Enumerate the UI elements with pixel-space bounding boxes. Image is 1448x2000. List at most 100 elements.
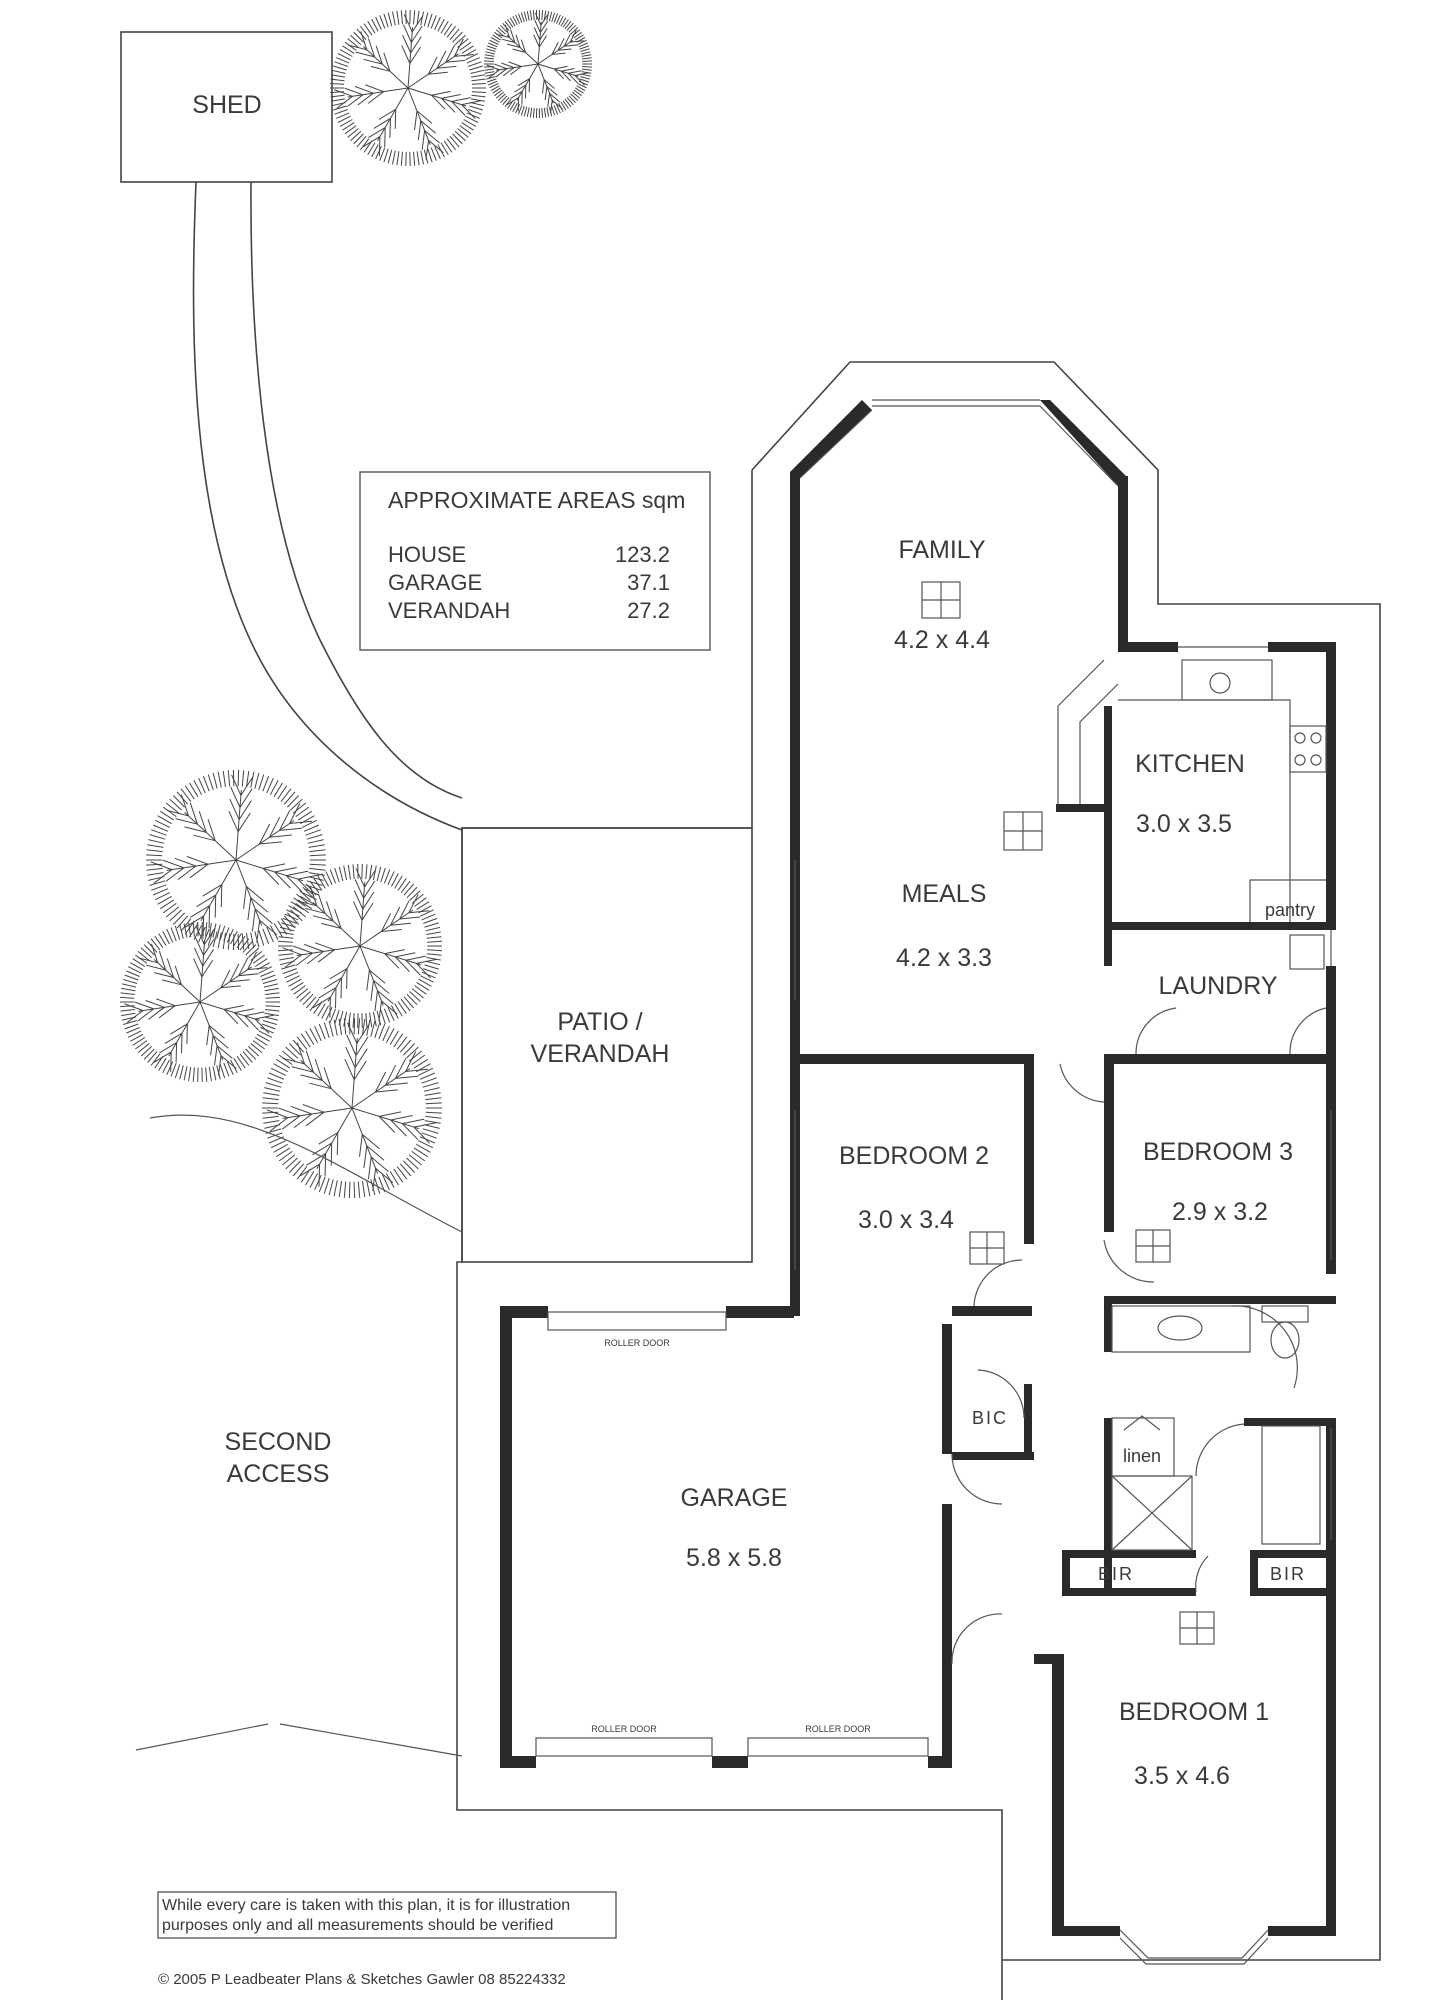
wall-garage-bottom-mid xyxy=(712,1756,748,1768)
wall-kitchen-right xyxy=(1326,642,1336,926)
wall-kitchen-top-right xyxy=(1268,642,1336,652)
linen-cupboard xyxy=(1111,1417,1175,1477)
bedroom3-label: BEDROOM 3 xyxy=(1143,1138,1293,1166)
patio-label-2: VERANDAH xyxy=(531,1040,670,1068)
window-symbol-bed2 xyxy=(969,1231,1005,1265)
pantry-label: pantry xyxy=(1265,900,1315,920)
kitchen-label: KITCHEN xyxy=(1135,750,1245,778)
wall-family-right xyxy=(1118,476,1128,652)
bedroom2-label: BEDROOM 2 xyxy=(839,1142,989,1170)
wall-garage-right-bottom xyxy=(942,1504,952,1766)
patio-verandah xyxy=(461,827,753,1263)
tree-top-left xyxy=(330,9,486,167)
bic-label: BIC xyxy=(972,1408,1008,1428)
window-symbol-meals xyxy=(1003,811,1043,851)
meals-label: MEALS xyxy=(902,880,987,908)
door-bed1 xyxy=(1195,1555,1209,1593)
wall-bed1-bottom-left xyxy=(1052,1926,1120,1936)
kitchen-cooktop xyxy=(1289,725,1327,773)
kitchen-sink-bowl xyxy=(1209,672,1231,694)
wall-laundry-bottom xyxy=(1104,1054,1336,1064)
wall-bir-left-side xyxy=(1062,1550,1070,1596)
toilet-bowl xyxy=(1270,1321,1300,1359)
window-family-right-bay xyxy=(1039,405,1119,487)
bedroom2-size: 3.0 x 3.4 xyxy=(858,1206,954,1234)
door-bed3 xyxy=(1103,1239,1155,1283)
door-bed2 xyxy=(973,1259,1023,1307)
wall-family-bay-right xyxy=(1040,400,1128,486)
wall-kitchen-bench-stub xyxy=(1056,804,1112,812)
trees xyxy=(120,9,592,1199)
wall-bed2-left-lower xyxy=(790,1280,800,1316)
wall-bed3-left xyxy=(1104,1054,1114,1232)
tree-top-right xyxy=(484,9,592,119)
wall-bed1-right xyxy=(1326,1596,1336,1936)
bedroom1-size: 3.5 x 4.6 xyxy=(1134,1762,1230,1790)
wall-bir-right-side xyxy=(1250,1550,1258,1596)
wall-garage-top-left xyxy=(500,1306,548,1318)
area-garage-label: GARAGE xyxy=(388,570,482,595)
meals-size: 4.2 x 3.3 xyxy=(896,944,992,972)
door-garage-inner xyxy=(951,1453,1003,1505)
window-symbol-family xyxy=(921,581,961,619)
wall-garage-left xyxy=(500,1306,512,1766)
door-ensuite xyxy=(1231,1305,1298,1389)
wall-ensuite-left xyxy=(1104,1296,1112,1352)
bir-left-label: BIR xyxy=(1098,1564,1134,1584)
wall-bed1-left xyxy=(1052,1654,1064,1936)
path-outer-edge xyxy=(192,181,463,831)
laundry-label: LAUNDRY xyxy=(1158,972,1277,1000)
wall-linen-left xyxy=(1104,1418,1112,1596)
wall-garage-bottom-left xyxy=(500,1756,536,1768)
area-verandah-value: 27.2 xyxy=(627,598,670,623)
kitchen-bench-outer xyxy=(1057,659,1105,804)
garage-label: GARAGE xyxy=(681,1484,788,1512)
roller-door-right xyxy=(747,1737,929,1757)
garage-size: 5.8 x 5.8 xyxy=(686,1544,782,1572)
linen-label: linen xyxy=(1123,1446,1161,1466)
ground-line-bottom xyxy=(135,1723,463,1757)
disclaimer-box xyxy=(157,1891,617,1939)
wall-bed3-bottom xyxy=(1104,1296,1336,1304)
shed-outline xyxy=(120,31,333,183)
vanity xyxy=(1111,1305,1251,1353)
wall-garage-top-right xyxy=(726,1306,794,1318)
areas-title: APPROXIMATE AREAS sqm xyxy=(388,487,685,513)
tree-left-4 xyxy=(262,1017,442,1199)
kitchen-sink xyxy=(1181,659,1273,701)
door-laundry-right xyxy=(1289,1007,1327,1055)
bed1-bay-window xyxy=(1119,1929,1269,1959)
wall-bir-right-top xyxy=(1250,1550,1336,1558)
roller-door-top xyxy=(547,1311,727,1331)
door-garage-side xyxy=(951,1613,1003,1665)
kitchen-bench-inner xyxy=(1079,683,1119,804)
roller-door-right-label: ROLLER DOOR xyxy=(805,1724,871,1734)
disclaimer-line-1: While every care is taken with this plan… xyxy=(162,1897,570,1914)
bathtub xyxy=(1261,1425,1321,1545)
window-symbol-bed3 xyxy=(1135,1229,1171,1263)
laundry-tub xyxy=(1289,934,1325,970)
window-symbol-bed1 xyxy=(1179,1611,1215,1645)
areas-box xyxy=(359,471,711,651)
wall-laundry-right xyxy=(1326,966,1336,1060)
wall-laundry-top xyxy=(1104,922,1336,930)
wall-bed2-bottom xyxy=(952,1306,1032,1316)
bedroom3-size: 2.9 x 3.2 xyxy=(1172,1198,1268,1226)
family-label: FAMILY xyxy=(898,536,985,564)
toilet-cistern xyxy=(1261,1305,1309,1323)
shed-label: SHED xyxy=(192,91,261,119)
family-size: 4.2 x 4.4 xyxy=(894,626,990,654)
roller-door-top-label: ROLLER DOOR xyxy=(604,1338,670,1348)
wall-family-bay-left xyxy=(790,400,872,478)
wall-bic-bottom xyxy=(952,1452,1034,1460)
door-hall-bed3 xyxy=(1059,1063,1105,1103)
area-house-label: HOUSE xyxy=(388,542,466,567)
wall-hall-stub xyxy=(1034,1654,1064,1664)
roller-door-left xyxy=(535,1737,713,1757)
patio-label-1: PATIO / xyxy=(557,1008,642,1036)
door-bathroom xyxy=(1195,1423,1245,1477)
bedroom1-label: BEDROOM 1 xyxy=(1119,1698,1269,1726)
wall-bed2-right xyxy=(1024,1054,1034,1244)
wall-bic-right xyxy=(1024,1384,1032,1460)
